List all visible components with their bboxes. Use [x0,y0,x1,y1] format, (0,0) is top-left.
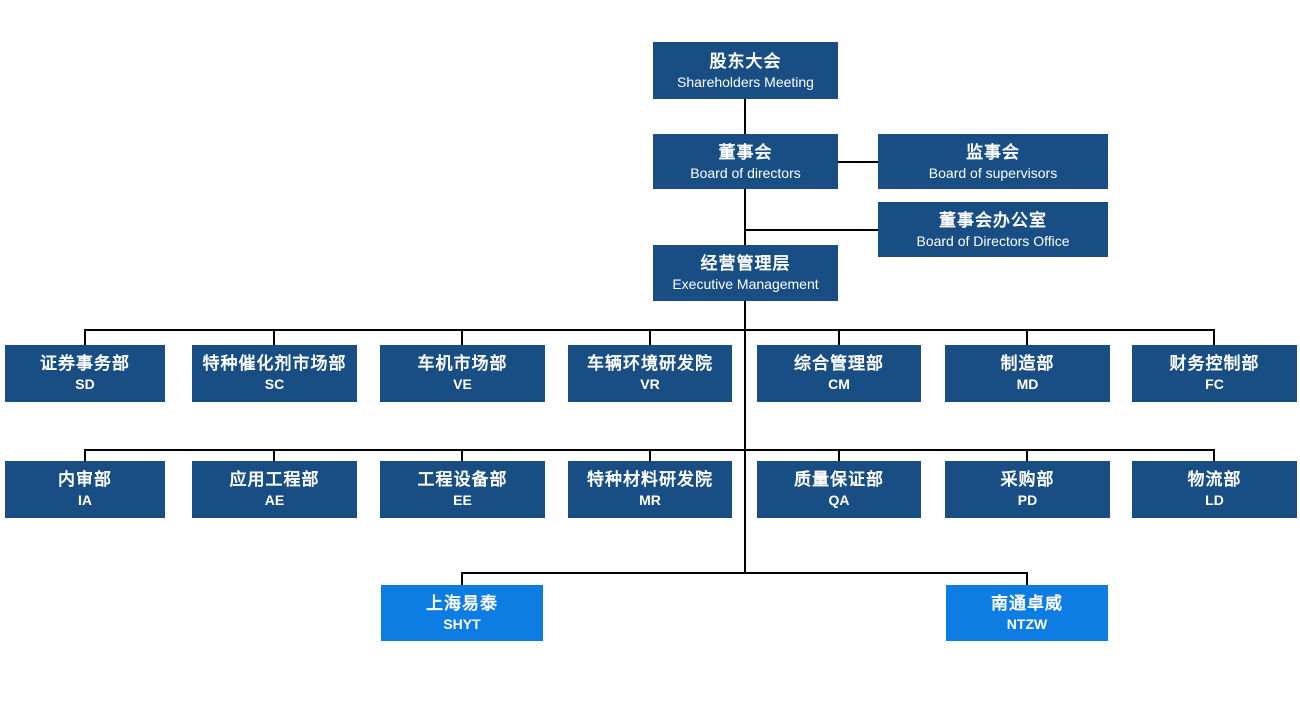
org-node-dept-cm: 综合管理部 CM [757,345,921,402]
connector-row1-drop-6 [1026,329,1028,345]
connector-row2-drop-7 [1213,449,1215,461]
org-node-dept-vr: 车辆环境研发院 VR [568,345,732,402]
connector-row2-drop-1 [84,449,86,461]
connector-board-office-branch [745,229,878,231]
connector-row2-drop-4 [649,449,651,461]
connector-row1-drop-1 [84,329,86,345]
node-title-zh: 股东大会 [709,51,782,71]
node-code: LD [1205,492,1224,509]
connector-row1-drop-2 [273,329,275,345]
node-title-zh: 综合管理部 [794,354,884,374]
org-node-dept-ld: 物流部 LD [1132,461,1297,518]
connector-row2-drop-6 [1026,449,1028,461]
connector-row1-drop-3 [461,329,463,345]
node-title-zh: 经营管理层 [700,254,791,274]
org-node-dept-qa: 质量保证部 QA [757,461,921,518]
org-node-subsidiary-shyt: 上海易泰 SHYT [381,585,543,641]
node-title-en: Board of Directors Office [916,232,1070,249]
node-code: SD [75,376,95,393]
node-code: VE [453,376,472,393]
node-title-zh: 特种催化剂市场部 [202,354,347,374]
node-title-en: Board of directors [690,164,801,181]
node-title-zh: 车机市场部 [417,354,508,374]
node-title-zh: 证券事务部 [40,354,130,374]
connector-subsidiary-drop-1 [461,572,463,585]
node-code: IA [78,492,92,509]
node-title-zh: 南通卓威 [991,593,1063,613]
org-node-dept-ee: 工程设备部 EE [380,461,545,518]
org-node-dept-md: 制造部 MD [945,345,1110,402]
node-title-zh: 内审部 [58,470,112,490]
node-code: CM [828,376,850,393]
connector-row1-drop-7 [1213,329,1215,345]
org-node-board-of-supervisors: 监事会 Board of supervisors [878,134,1108,189]
node-title-en: Executive Management [672,276,819,293]
connector-trunk [744,301,746,573]
org-node-board-office: 董事会办公室 Board of Directors Office [878,202,1108,257]
org-node-dept-sc: 特种催化剂市场部 SC [192,345,357,402]
node-title-zh: 上海易泰 [426,593,498,613]
node-code: PD [1017,492,1038,509]
node-code: SC [264,376,285,393]
node-code: FC [1205,376,1224,393]
node-title-zh: 制造部 [1000,354,1055,374]
node-title-zh: 特种材料研发院 [587,470,713,490]
node-title-en: Board of supervisors [928,164,1058,181]
org-node-dept-ve: 车机市场部 VE [380,345,545,402]
org-node-dept-fc: 财务控制部 FC [1132,345,1297,402]
node-code: MD [1016,376,1039,393]
node-code: AE [264,492,285,509]
node-title-zh: 监事会 [966,142,1020,162]
node-code: QA [828,492,850,509]
node-title-zh: 董事会 [718,142,773,162]
node-code: MR [639,492,661,509]
connector-row2-drop-3 [461,449,463,461]
node-title-zh: 董事会办公室 [939,210,1047,230]
node-title-zh: 工程设备部 [417,470,508,490]
connector-subsidiary-drop-2 [1026,572,1028,585]
org-node-board-of-directors: 董事会 Board of directors [653,134,838,189]
org-node-executive-management: 经营管理层 Executive Management [653,245,838,301]
node-title-en: Shareholders Meeting [677,73,814,90]
connector-shareholders-board [744,99,746,134]
connector-row1-drop-5 [838,329,840,345]
node-title-zh: 财务控制部 [1169,354,1260,374]
connector-board-executive [744,189,746,245]
org-node-subsidiary-ntzw: 南通卓威 NTZW [946,585,1108,641]
connector-board-supervisors [838,161,878,163]
org-node-dept-sd: 证券事务部 SD [5,345,165,402]
connector-row1-drop-4 [649,329,651,345]
connector-subsidiaries-bus [461,572,1028,574]
org-node-dept-mr: 特种材料研发院 MR [568,461,732,518]
node-code: EE [453,492,472,509]
node-title-zh: 质量保证部 [794,470,884,490]
org-node-dept-ia: 内审部 IA [5,461,165,518]
node-code: NTZW [1006,615,1048,632]
node-title-zh: 车辆环境研发院 [587,354,713,374]
node-title-zh: 物流部 [1187,470,1242,490]
org-node-dept-ae: 应用工程部 AE [192,461,357,518]
node-code: SHYT [443,615,481,632]
connector-row2-drop-2 [273,449,275,461]
node-title-zh: 应用工程部 [229,470,320,490]
org-node-shareholders-meeting: 股东大会 Shareholders Meeting [653,42,838,99]
node-code: VR [640,376,660,393]
connector-row2-drop-5 [838,449,840,461]
node-title-zh: 采购部 [1000,470,1055,490]
org-node-dept-pd: 采购部 PD [945,461,1110,518]
